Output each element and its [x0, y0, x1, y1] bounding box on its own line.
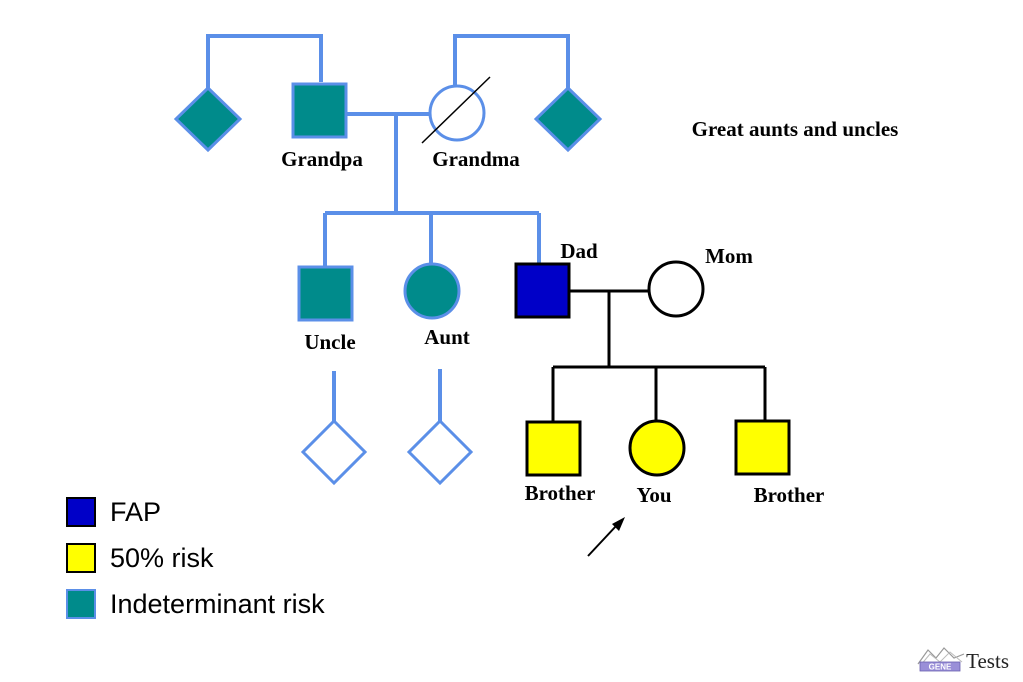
dad-label: Dad: [560, 239, 598, 263]
legend-swatch-50-risk: [66, 543, 96, 573]
genetests-logo: GENE Tests: [916, 644, 1009, 672]
dad-square: [514, 262, 571, 319]
grandma-label: Grandma: [432, 147, 520, 171]
logo-word: Tests: [966, 649, 1009, 673]
aunt-label: Aunt: [424, 325, 470, 349]
cousin-diamond-left: [300, 418, 368, 486]
children-sibship-lines: [551, 291, 767, 422]
aunt-circle: [403, 262, 461, 320]
legend-label-50-risk: 50% risk: [110, 542, 214, 573]
grandparents-sibship-lines: [206, 34, 570, 422]
legend-item-50-risk: 50% risk: [66, 535, 325, 581]
great-aunt-uncle-left-diamond: [173, 85, 243, 153]
brother-right-label: Brother: [754, 483, 825, 507]
legend-item-fap: FAP: [66, 489, 325, 535]
logo-badge-text: GENE: [929, 663, 952, 672]
legend-label-indeterminant: Indeterminant risk: [110, 588, 325, 619]
mom-label: Mom: [705, 244, 753, 268]
legend-swatch-fap: [66, 497, 96, 527]
cousin-diamond-right: [406, 418, 474, 486]
uncle-label: Uncle: [304, 330, 355, 354]
deceased-slash: [421, 76, 491, 144]
great-aunt-uncle-right-diamond: [533, 85, 603, 153]
grandpa-label: Grandpa: [281, 147, 363, 171]
legend-label-fap: FAP: [110, 496, 162, 527]
proband-arrow: [587, 517, 625, 557]
great-aunts-uncles-label: Great aunts and uncles: [692, 117, 899, 141]
grandpa-square: [291, 82, 348, 139]
legend: FAP 50% risk Indeterminant risk: [66, 489, 325, 627]
brother-right-square: [734, 419, 791, 476]
you-circle: [628, 419, 686, 477]
you-label: You: [636, 483, 671, 507]
legend-swatch-indeterminant: [66, 589, 96, 619]
mom-circle: [647, 260, 705, 318]
legend-item-indeterminant: Indeterminant risk: [66, 581, 325, 627]
grandma-circle: [428, 84, 486, 142]
genetests-logo-mark: GENE: [917, 647, 965, 672]
uncle-square: [297, 265, 354, 322]
brother-left-square: [525, 420, 582, 477]
brother-left-label: Brother: [525, 481, 596, 505]
